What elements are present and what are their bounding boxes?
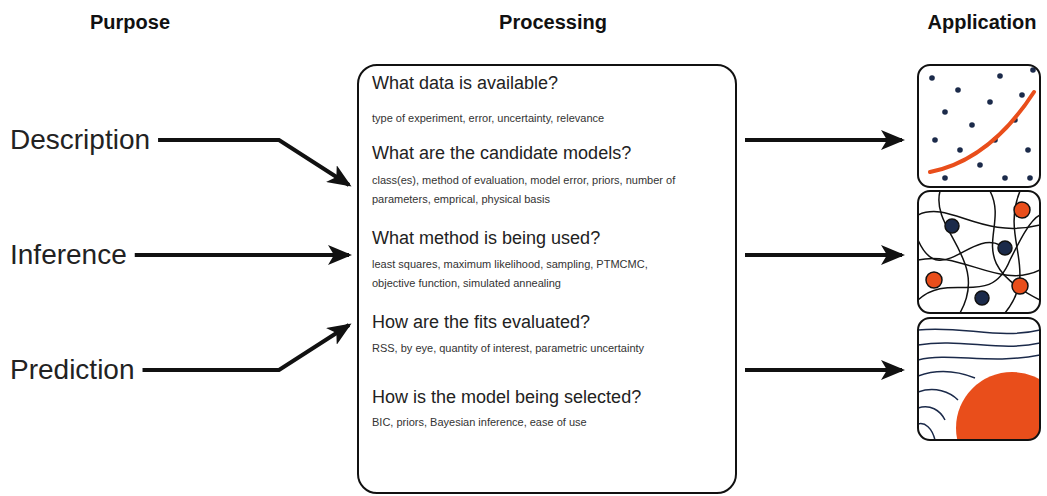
icon-frame xyxy=(918,65,1040,187)
contour-icon xyxy=(918,329,1040,440)
step-details: class(es), method of evaluation, model e… xyxy=(372,171,690,209)
column-heading: Processing xyxy=(499,10,607,34)
step-details: type of experiment, error, uncertainty, … xyxy=(372,109,690,128)
network-icon xyxy=(918,191,1040,313)
icon-frame xyxy=(918,191,1040,313)
purpose-label: Description xyxy=(10,123,150,157)
purpose-label: Prediction xyxy=(10,353,135,387)
step-details: least squares, maximum likelihood, sampl… xyxy=(372,255,690,293)
step-details: RSS, by eye, quantity of interest, param… xyxy=(372,339,690,358)
purpose-text: Prediction xyxy=(10,353,135,387)
step-question: What data is available? xyxy=(372,72,723,94)
application-arrows xyxy=(745,140,902,370)
connector-layer xyxy=(135,140,349,370)
arrow xyxy=(745,138,902,142)
purpose-label: Inference xyxy=(10,238,127,272)
purpose-text: Inference xyxy=(10,238,127,272)
purpose-arrow xyxy=(143,325,349,370)
step-question: How is the model being selected? xyxy=(372,386,723,408)
step-question: What method is being used? xyxy=(372,227,723,249)
step-question: What are the candidate models? xyxy=(372,142,723,164)
purpose-text: Description xyxy=(10,123,150,157)
arrow xyxy=(745,253,902,257)
purpose-arrow xyxy=(135,253,349,257)
icon-frame xyxy=(918,318,1040,440)
processing-box: What data is available? type of experimen… xyxy=(357,64,737,494)
column-heading: Application xyxy=(928,10,1037,34)
step-question: How are the fits evaluated? xyxy=(372,311,723,333)
scatter-fit-icon xyxy=(929,67,1036,181)
arrow xyxy=(745,368,902,372)
purpose-arrow xyxy=(158,140,349,185)
step-details: BIC, priors, Bayesian inference, ease of… xyxy=(372,413,690,432)
column-heading: Purpose xyxy=(90,10,170,34)
